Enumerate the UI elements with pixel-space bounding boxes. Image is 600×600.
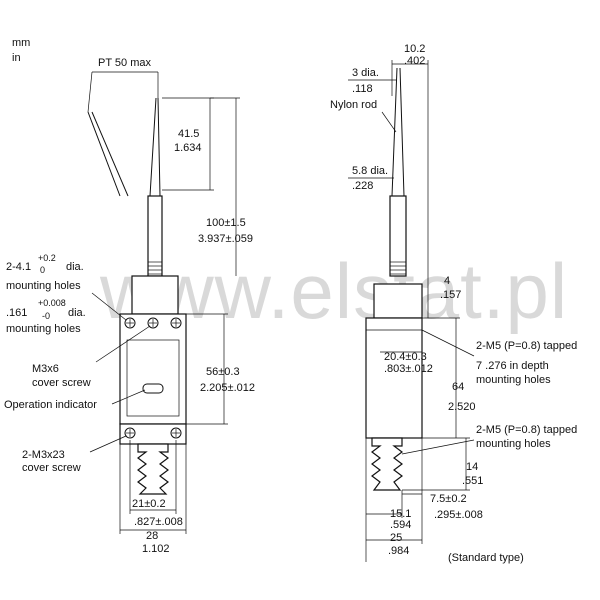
leader-cover-screw xyxy=(95,325,151,363)
side-head-offset-in: .157 xyxy=(440,289,461,301)
cover-screw-top xyxy=(147,317,159,329)
leader-cover-screw-2 xyxy=(89,435,127,453)
operation-indicator-label: Operation indicator xyxy=(4,399,97,411)
side-tip-dia-mm: 3 dia. xyxy=(352,67,379,79)
tapped-top-line2: 7 .276 in depth xyxy=(476,360,549,372)
dim-width-inner-mm: 21±0.2 xyxy=(132,498,166,510)
front-view: PT 50 max xyxy=(4,57,255,555)
leader-indicator xyxy=(111,389,146,405)
cover-screw-2-line2: cover screw xyxy=(22,462,81,474)
side-view: 10.2 .402 3 dia. .118 Nylon rod 5.8 dia.… xyxy=(330,43,577,564)
leader-nylon-rod xyxy=(381,111,397,133)
front-housing xyxy=(119,313,187,425)
side-base-dia-in: .228 xyxy=(352,180,373,192)
operation-indicator xyxy=(142,383,164,394)
side-boot xyxy=(371,437,403,491)
unit-mm: mm xyxy=(12,37,30,49)
side-hole-offset-mm: 7.5±0.2 xyxy=(430,493,467,505)
side-depth-inner-in: .594 xyxy=(390,519,411,531)
rod-shaft xyxy=(147,195,163,277)
pt-label: PT 50 max xyxy=(98,57,151,69)
cover-screw-line1: M3x6 xyxy=(32,363,59,375)
cover-screw-line2: cover screw xyxy=(32,377,91,389)
mount-hole-top-right xyxy=(170,317,182,329)
side-center-in: .803±.012 xyxy=(384,363,433,375)
dim-rod-total-mm: 100±1.5 xyxy=(206,217,246,229)
side-rod-spring xyxy=(390,261,406,275)
hole-dia-in-suffix: dia. xyxy=(68,307,86,319)
hole-dia-in-tol-hi: +0.008 xyxy=(38,298,66,308)
front-panel xyxy=(126,339,180,417)
dim-width-inner-in: .827±.008 xyxy=(134,516,183,528)
side-rod-taper xyxy=(391,67,405,197)
hole-dia-tol-hi: +0.2 xyxy=(38,253,56,263)
unit-in: in xyxy=(12,52,21,64)
dim-width-outer-in: 1.102 xyxy=(142,543,170,555)
dim-rod-top-in: 1.634 xyxy=(174,142,202,154)
hole-dia-line2: mounting holes xyxy=(6,280,81,292)
cover-screw-bottom-left xyxy=(124,427,136,439)
side-housing xyxy=(365,317,423,439)
side-depth-outer-in: .984 xyxy=(388,545,409,557)
side-height-in: 2.520 xyxy=(448,401,476,413)
front-boot xyxy=(137,443,169,495)
tapped-top-line3: mounting holes xyxy=(476,374,551,386)
hole-dia-suffix: dia. xyxy=(66,261,84,273)
tapped-top-line1: 2-M5 (P=0.8) tapped xyxy=(476,340,577,352)
cover-screw-2-line1: 2-M3x23 xyxy=(22,449,65,461)
side-tip-dia-in: .118 xyxy=(352,83,373,95)
head-block xyxy=(131,275,179,315)
side-depth-inner-mm: 15.1 xyxy=(390,508,411,520)
leader-tapped-top xyxy=(421,329,475,357)
side-center-mm: 20.4±0.3 xyxy=(384,351,427,363)
hole-dia-in-tol-lo: -0 xyxy=(42,311,50,321)
rod-spring xyxy=(148,261,162,275)
side-rod-shaft xyxy=(389,195,407,277)
side-depth-outer-mm: 25 xyxy=(390,532,402,544)
pt-leader-left xyxy=(87,71,93,113)
dim-rod-total-in: 3.937±.059 xyxy=(198,233,253,245)
side-height-mm: 64 xyxy=(452,381,464,393)
side-head-offset-mm: 4 xyxy=(444,275,450,287)
deflected-rod-b xyxy=(91,111,129,197)
dim-rod-top-mm: 41.5 xyxy=(178,128,199,140)
side-rod-tip-mm: 10.2 xyxy=(404,43,425,55)
dim-height-in: 2.205±.012 xyxy=(200,382,255,394)
tapped-bottom-line2: mounting holes xyxy=(476,438,551,450)
rod-taper xyxy=(149,97,161,197)
cover-screw-bottom-right xyxy=(170,427,182,439)
side-boot-in: .551 xyxy=(462,475,483,487)
hole-dia-in-prefix: .161 xyxy=(6,307,27,319)
tapped-bottom-line1: 2-M5 (P=0.8) tapped xyxy=(476,424,577,436)
dim-height-mm: 56±0.3 xyxy=(206,366,240,378)
side-base-dia-mm: 5.8 dia. xyxy=(352,165,388,177)
side-head-block xyxy=(373,283,423,319)
hole-dia-prefix: 2-4.1 xyxy=(6,261,31,273)
deflected-rod-a xyxy=(87,111,121,197)
dim-width-outer-mm: 28 xyxy=(146,530,158,542)
side-hole-offset-in: .295±.008 xyxy=(434,509,483,521)
mount-hole-top-left xyxy=(124,317,136,329)
nylon-rod-label: Nylon rod xyxy=(330,99,377,111)
side-boot-mm: 14 xyxy=(466,461,478,473)
hole-dia-tol-lo: 0 xyxy=(40,265,45,275)
leader-tapped-bottom xyxy=(401,439,475,455)
side-rod-tip-in: .402 xyxy=(404,55,425,67)
leader-holes xyxy=(91,292,127,321)
hole-dia-in-line2: mounting holes xyxy=(6,323,81,335)
standard-type-label: (Standard type) xyxy=(448,552,524,564)
